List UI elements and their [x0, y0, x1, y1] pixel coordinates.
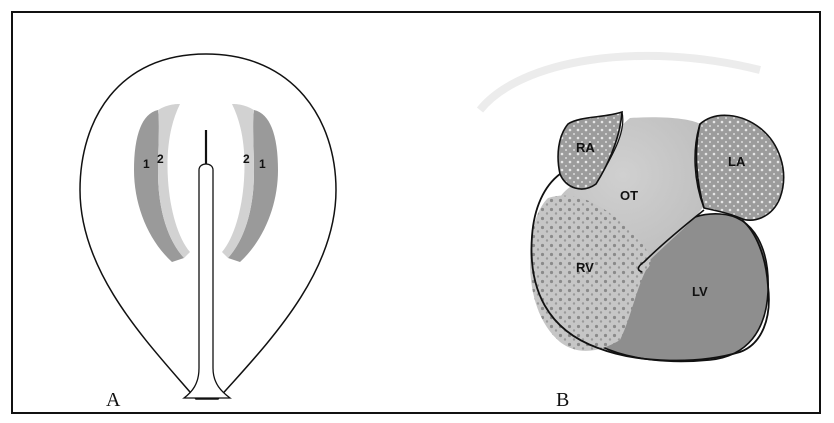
label-la: LA: [728, 154, 746, 169]
panel-b-diagram: RA LA OT RV LV B: [480, 56, 784, 411]
label-ot: OT: [620, 188, 638, 203]
panel-a-label: A: [106, 389, 121, 411]
label-right-field-2: 2: [243, 152, 250, 166]
label-right-field-1: 1: [259, 157, 266, 171]
label-lv: LV: [692, 284, 708, 299]
panel-b-label: B: [556, 389, 569, 411]
label-ra: RA: [576, 140, 595, 155]
label-left-field-2: 2: [157, 152, 164, 166]
label-left-field-1: 1: [143, 157, 150, 171]
label-rv: RV: [576, 260, 594, 275]
background-arc: [480, 56, 760, 110]
panel-a-diagram: 1 2 2 1 A: [80, 54, 336, 411]
